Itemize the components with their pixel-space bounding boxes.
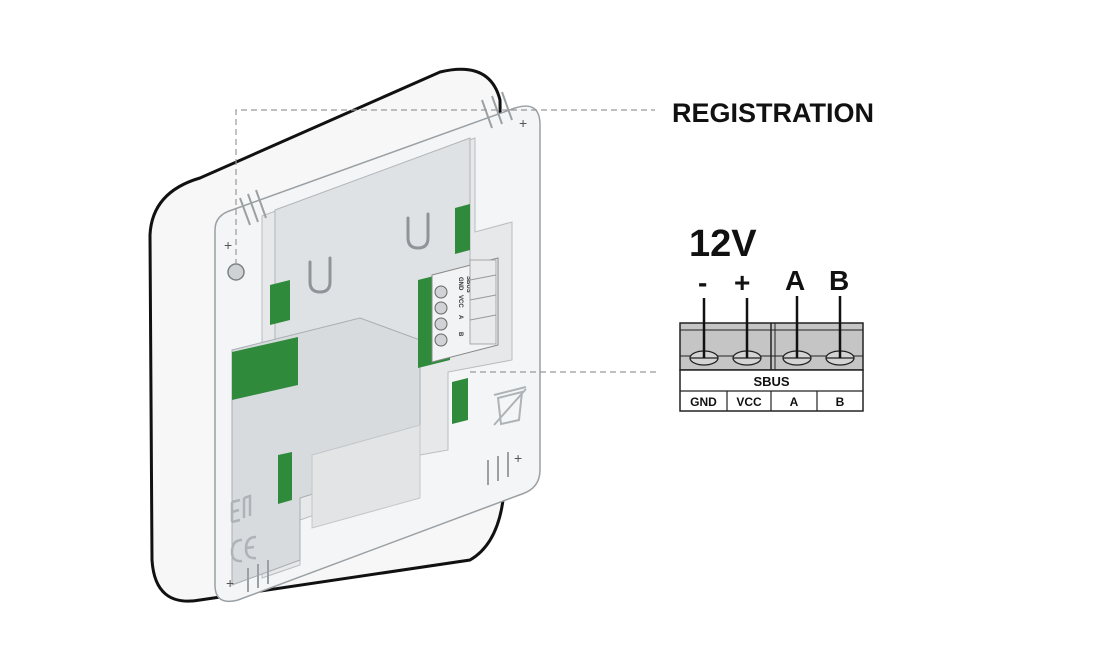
eac-mark: [230, 494, 252, 524]
device-terminal-label: VCC: [457, 295, 463, 308]
registration-button: [227, 263, 245, 281]
device-terminal-label: A: [457, 315, 463, 320]
pcb-window-bottom-right: [452, 378, 468, 424]
screw-mark: +: [224, 237, 232, 253]
device-terminal-strip: GND VCC A B SBUS: [431, 257, 499, 363]
keyhole-slot-left: [308, 256, 332, 294]
label-area: [311, 424, 421, 529]
screw-mark: +: [519, 115, 527, 131]
screw-mark: +: [514, 450, 522, 466]
pcb-window-top-right: [455, 204, 470, 254]
thermostat-back-view: GND VCC A B SBUS + + + +: [148, 67, 541, 603]
weee-bin-icon: [493, 386, 527, 426]
terminal-screw: [434, 301, 448, 315]
pin-label-minus: -: [698, 267, 707, 298]
ce-mark: [230, 535, 257, 563]
wiring-diagram: 12V - + A B: [679, 223, 864, 412]
pcb-window-small: [270, 280, 290, 325]
pcb-window-lower: [278, 452, 292, 504]
clip-bottom-right: [487, 452, 509, 485]
device-terminal-header: SBUS: [465, 276, 471, 293]
terminal-cell-vcc: VCC: [736, 395, 762, 409]
pin-label-b: B: [829, 265, 849, 296]
terminal-screw: [434, 285, 448, 299]
terminal-cell-b: B: [836, 395, 845, 409]
registration-label: REGISTRATION: [672, 98, 874, 128]
keyhole-slot-right: [406, 212, 430, 250]
leader-lines: [235, 109, 660, 373]
device-terminal-label: GND: [457, 277, 463, 291]
terminal-cell-gnd: GND: [690, 395, 717, 409]
device-terminal-label: B: [457, 332, 463, 337]
terminal-screw: [434, 317, 448, 331]
pin-label-plus: +: [734, 267, 750, 298]
terminal-block: SBUS GND VCC A B: [679, 296, 864, 412]
clip-bottom-left: [247, 560, 269, 592]
registration-leader-line: [235, 109, 655, 265]
sbus-header: SBUS: [753, 374, 789, 389]
certification-marks: [230, 386, 527, 563]
pcb-window-left: [232, 337, 298, 400]
screw-mark: +: [226, 575, 234, 591]
pin-label-a: A: [785, 265, 805, 296]
terminal-cell-a: A: [790, 395, 799, 409]
clip-top-left: [239, 189, 267, 226]
voltage-label: 12V: [689, 223, 757, 265]
terminal-screw: [434, 333, 448, 347]
